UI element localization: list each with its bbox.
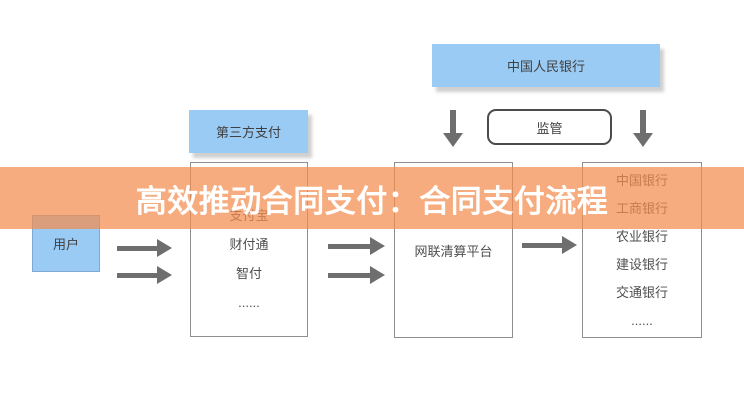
third-party-header-box: 第三方支付 xyxy=(189,110,308,153)
arrow-head xyxy=(633,133,653,147)
bank-item-ellipsis: ...... xyxy=(631,313,653,328)
central-bank-label: 中国人民银行 xyxy=(506,59,585,74)
arrow-down-icon xyxy=(633,110,653,147)
arrow-shaft xyxy=(640,110,646,133)
arrow-right-icon xyxy=(522,236,577,254)
bank-item: 交通银行 xyxy=(615,285,668,300)
arrow-right-icon xyxy=(328,266,385,284)
arrow-shaft xyxy=(450,110,456,133)
arrow-shaft xyxy=(117,245,157,251)
arrow-shaft xyxy=(328,243,370,249)
arrow-head xyxy=(157,239,172,257)
arrow-right-icon xyxy=(117,239,172,257)
arrow-shaft xyxy=(328,272,370,278)
third-party-item: 财付通 xyxy=(229,237,269,252)
arrow-right-icon xyxy=(117,266,172,284)
arrow-head xyxy=(370,266,385,284)
arrow-right-icon xyxy=(328,237,385,255)
page-title: 高效推动合同支付：合同支付流程 xyxy=(135,183,609,219)
arrow-head xyxy=(157,266,172,284)
title-banner: 高效推动合同支付：合同支付流程 xyxy=(0,167,744,229)
bank-item: 建设银行 xyxy=(615,257,668,272)
arrow-down-icon xyxy=(443,110,463,147)
third-party-item: 智付 xyxy=(235,266,262,281)
central-bank-box: 中国人民银行 xyxy=(432,44,660,87)
clearing-platform-label: 网联清算平台 xyxy=(414,243,493,259)
arrow-shaft xyxy=(522,242,562,248)
third-party-header-label: 第三方支付 xyxy=(215,125,281,140)
arrow-head xyxy=(370,237,385,255)
user-label: 用户 xyxy=(52,237,79,252)
arrow-head xyxy=(443,133,463,147)
bank-item: 农业银行 xyxy=(615,229,668,244)
arrow-shaft xyxy=(117,272,157,278)
supervision-label: 监管 xyxy=(536,120,563,136)
third-party-item-ellipsis: ...... xyxy=(238,295,260,310)
supervision-box: 监管 xyxy=(487,109,612,145)
arrow-head xyxy=(562,236,577,254)
